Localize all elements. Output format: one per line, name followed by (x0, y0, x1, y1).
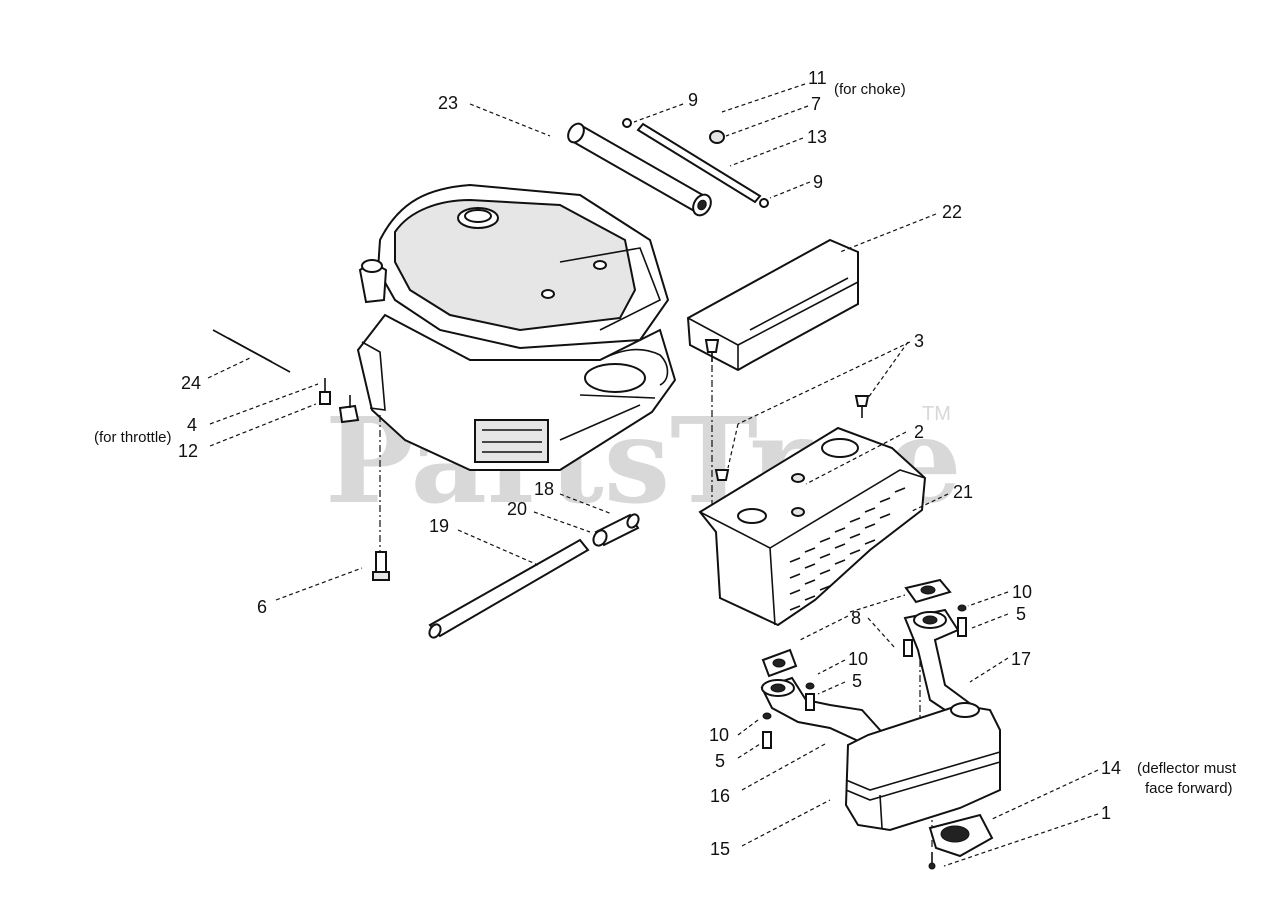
washer-part-10-c (762, 712, 772, 720)
engine-drawing (356, 183, 677, 471)
annotation-notes: (for choke) (for throttle) (deflector mu… (94, 81, 1237, 797)
tube-part-19 (428, 538, 590, 639)
leader-lines (207, 83, 1099, 867)
muffler-shield-part-21 (698, 426, 927, 627)
callout-11: 11 (808, 68, 827, 88)
callout-17: 17 (1011, 649, 1031, 669)
bolt-part-5-d (903, 639, 913, 657)
washer-part-10-b (805, 682, 815, 690)
callout-16: 16 (710, 786, 730, 806)
fitting-part-18-20 (592, 513, 640, 547)
callout-9-upper: 9 (688, 90, 698, 110)
muffler-part-15 (844, 702, 1001, 832)
gasket-part-8-upper (904, 578, 952, 604)
callout-21: 21 (953, 482, 973, 502)
callout-13: 13 (807, 127, 827, 147)
callout-4: 4 (187, 415, 197, 435)
callout-9-lower: 9 (813, 172, 823, 192)
callout-7: 7 (811, 94, 821, 114)
bolt-part-5-a (957, 617, 967, 637)
callout-23: 23 (438, 93, 458, 113)
fitting-part-7 (709, 130, 725, 144)
callout-20: 20 (507, 499, 527, 519)
callout-15: 15 (710, 839, 730, 859)
callout-22: 22 (942, 202, 962, 222)
hardware-part-12 (338, 395, 360, 424)
bolt-part-5-c (762, 731, 772, 749)
heat-shield-part-22 (686, 238, 859, 372)
callout-24: 24 (181, 373, 201, 393)
spring-part-24 (212, 329, 291, 373)
watermark-trademark: TM (922, 403, 951, 425)
callout-1: 1 (1101, 803, 1111, 823)
gasket-part-8-lower (761, 648, 798, 678)
callout-5-right: 5 (1016, 604, 1026, 624)
callout-labels: 23 9 11 7 13 9 22 3 2 21 24 4 12 18 20 1… (178, 68, 1121, 859)
callout-2: 2 (914, 422, 924, 442)
bolt-part-5-b (805, 693, 815, 711)
callout-12: 12 (178, 441, 198, 461)
callout-3: 3 (914, 331, 924, 351)
callout-5-mid: 5 (852, 671, 862, 691)
callout-10-right: 10 (1012, 582, 1032, 602)
air-filter-part-23 (567, 122, 712, 217)
screw-part-3-mid (714, 469, 730, 481)
clip-part-9-upper (622, 118, 632, 128)
exhaust-pipe-part-17 (903, 608, 974, 722)
note-for-choke: (for choke) (834, 81, 906, 98)
tube-part-13 (636, 122, 762, 204)
callout-10-mid: 10 (848, 649, 868, 669)
hardware-part-4 (319, 378, 331, 405)
callout-19: 19 (429, 516, 449, 536)
callout-8: 8 (851, 608, 861, 628)
note-deflector-line1: (deflector must (1137, 760, 1237, 777)
clip-part-9-lower (759, 198, 769, 208)
callout-6: 6 (257, 597, 267, 617)
screw-part-1 (928, 852, 936, 870)
callout-14: 14 (1101, 758, 1121, 778)
screw-part-3-left (704, 339, 720, 362)
note-deflector-line2: face forward) (1145, 780, 1233, 797)
callout-18: 18 (534, 479, 554, 499)
washer-part-10-a (957, 604, 967, 612)
bolt-part-6 (372, 551, 390, 581)
callout-10-left: 10 (709, 725, 729, 745)
screw-part-3-right (854, 395, 870, 418)
note-for-throttle: (for throttle) (94, 429, 172, 446)
deflector-part-14 (928, 813, 994, 858)
callout-5-left: 5 (715, 751, 725, 771)
